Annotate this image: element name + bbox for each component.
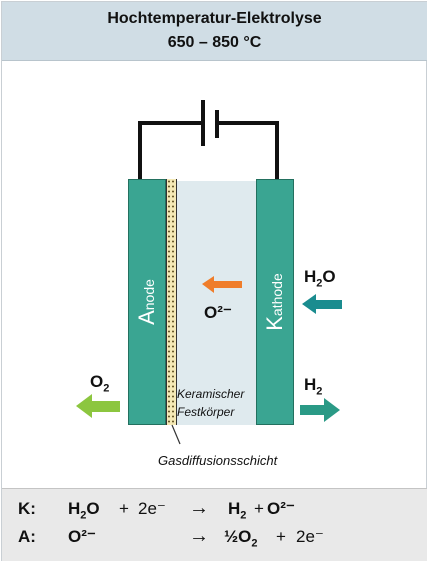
reaction-equations: K: H2O + 2e⁻ → H2 + O²⁻ A: O²⁻ → ½O2 + 2… xyxy=(2,488,427,561)
water-label: H2O xyxy=(304,267,336,290)
cathode-eq-hydrogen: H2 xyxy=(228,499,247,522)
electrolyte-label-line1: Keramischer xyxy=(177,387,245,401)
cathode-eq-plus1: + xyxy=(119,499,129,518)
cathode-eq-arrow: → xyxy=(189,497,209,519)
cathode-eq-plus2: + xyxy=(254,499,264,518)
oxide-ion-label: O²⁻ xyxy=(204,303,232,322)
water-inlet-arrow xyxy=(302,294,342,314)
circuit-wire-left-horizontal xyxy=(138,121,202,125)
anode-eq-label: A: xyxy=(18,527,36,546)
oxide-ion-arrow xyxy=(202,276,242,293)
gdl-label: Gasdiffusionsschicht xyxy=(158,453,278,468)
circuit-wire-left-vertical xyxy=(138,121,142,181)
electrolyte-label-line2: Festkörper xyxy=(177,405,235,419)
gdl-pointer-line xyxy=(171,424,181,445)
anode-electrode: Anode xyxy=(128,179,166,425)
oxygen-outlet-arrow xyxy=(76,394,120,418)
hydrogen-outlet-arrow xyxy=(300,398,340,422)
anode-eq-oxygen: ½O2 xyxy=(224,527,258,550)
cathode-eq-oxide-ion: O²⁻ xyxy=(267,499,295,518)
anode-eq-electrons: 2e⁻ xyxy=(296,527,324,546)
anode-eq-oxide-ion: O²⁻ xyxy=(68,527,96,546)
battery-long-plate xyxy=(201,100,205,146)
circuit-wire-right-horizontal xyxy=(219,121,279,125)
cathode-electrode: Kathode xyxy=(256,179,294,425)
hydrogen-label: H2 xyxy=(304,375,323,398)
anode-eq-arrow: → xyxy=(189,525,209,547)
circuit-wire-right-vertical xyxy=(275,121,279,181)
cathode-eq-water: H2O xyxy=(68,499,100,522)
diagram-title: Hochtemperatur-Elektrolyse xyxy=(107,10,322,27)
battery-short-plate xyxy=(215,110,219,138)
temperature-range: 650 – 850 °C xyxy=(167,34,262,51)
gas-diffusion-layer xyxy=(166,179,177,425)
header: Hochtemperatur-Elektrolyse 650 – 850 °C xyxy=(2,2,427,61)
ceramic-electrolyte xyxy=(175,181,257,425)
flow-arrows xyxy=(76,276,342,445)
anode-eq-plus: + xyxy=(276,527,286,546)
cathode-eq-label: K: xyxy=(18,499,36,518)
oxygen-label: O2 xyxy=(90,372,110,395)
electrolysis-cell-diagram: Anode Kathode O²⁻ H2O O2 H2 Keramischer … xyxy=(0,60,430,480)
cathode-eq-electrons: 2e⁻ xyxy=(138,499,166,518)
